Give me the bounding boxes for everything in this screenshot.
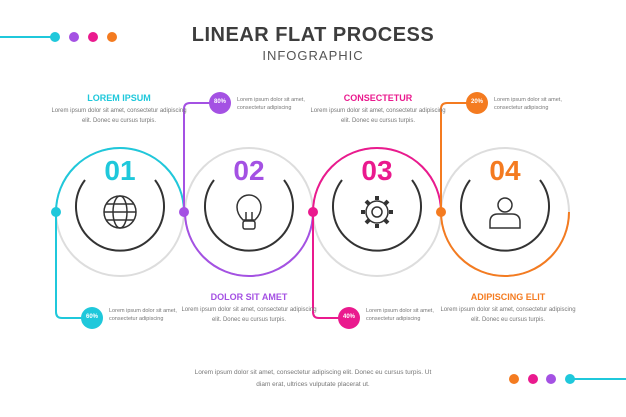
lightbulb-icon bbox=[236, 194, 262, 230]
step-2-badge-text: Lorem ipsum dolor sit amet, consectetur … bbox=[237, 97, 305, 111]
globe-icon bbox=[103, 195, 137, 229]
step-3-badge-text: Lorem ipsum dolor sit amet, consectetur … bbox=[366, 308, 434, 322]
step-1-badge-text: Lorem ipsum dolor sit amet, consectetur … bbox=[109, 308, 177, 322]
step-2-badge: 80% bbox=[213, 99, 226, 105]
step-3-number: 03 bbox=[361, 155, 393, 186]
step-4-number: 04 bbox=[489, 155, 521, 186]
connector-1 bbox=[55, 212, 92, 319]
bottom-right-decoration bbox=[509, 374, 626, 384]
gear-icon bbox=[361, 196, 393, 228]
connector-dot bbox=[179, 207, 189, 217]
footer-text: Lorem ipsum dolor sit amet, consectetur … bbox=[194, 369, 432, 388]
connector-dot bbox=[308, 207, 318, 217]
step-3-text: Lorem ipsum dolor sit amet, consectetur … bbox=[310, 108, 446, 124]
step-2-heading: DOLOR SIT AMET bbox=[210, 292, 288, 302]
page-title: LINEAR FLAT PROCESS bbox=[191, 24, 435, 46]
step-3-heading: CONSECTETUR bbox=[343, 93, 413, 103]
step-4-badge: 20% bbox=[470, 99, 483, 105]
badge-circle bbox=[81, 307, 103, 329]
step-4-heading: ADIPISCING ELIT bbox=[470, 292, 546, 302]
connector-dot bbox=[51, 207, 61, 217]
step-1-badge: 60% bbox=[85, 314, 98, 320]
connector-dot bbox=[436, 207, 446, 217]
badge-circle bbox=[338, 307, 360, 329]
connector-3 bbox=[312, 212, 349, 319]
page-subtitle: INFOGRAPHIC bbox=[262, 48, 364, 63]
connector-4 bbox=[440, 102, 477, 212]
step-3-badge: 40% bbox=[342, 314, 355, 320]
step-1-number: 01 bbox=[104, 155, 136, 186]
badge-circle bbox=[209, 92, 231, 114]
step-4-badge-text: Lorem ipsum dolor sit amet, consectetur … bbox=[494, 97, 562, 111]
step-1-text: Lorem ipsum dolor sit amet, consectetur … bbox=[51, 108, 187, 124]
step-2-text: Lorem ipsum dolor sit amet, consectetur … bbox=[181, 307, 317, 323]
top-left-decoration bbox=[0, 32, 117, 42]
connector-2 bbox=[183, 102, 220, 212]
step-1-heading: LOREM IPSUM bbox=[87, 93, 151, 103]
step-4-text: Lorem ipsum dolor sit amet, consectetur … bbox=[440, 307, 576, 323]
badge-circle bbox=[466, 92, 488, 114]
step-2-number: 02 bbox=[233, 155, 265, 186]
user-icon bbox=[489, 197, 521, 229]
